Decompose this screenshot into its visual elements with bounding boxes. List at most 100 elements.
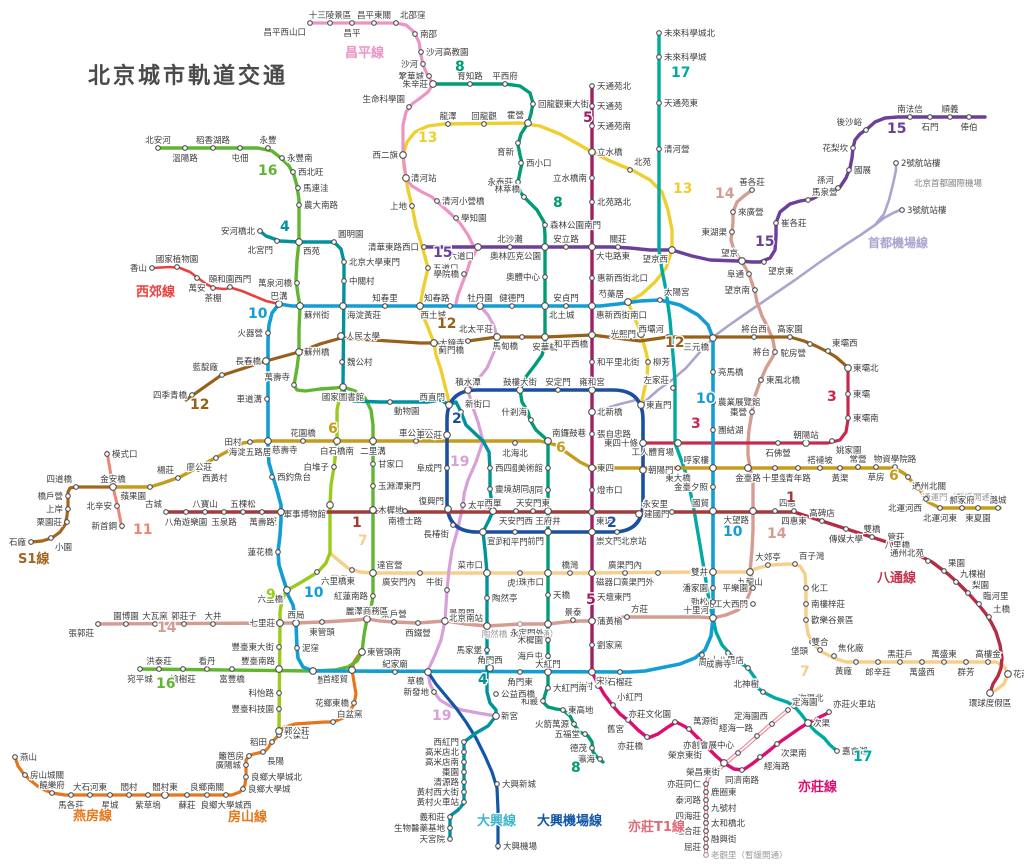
station-dot: [420, 61, 426, 67]
station-dot: [107, 792, 113, 798]
station-dot: [260, 749, 266, 755]
station: 北新橋: [588, 406, 624, 419]
station-label: 瑞合莊: [675, 826, 701, 837]
station-dot: [184, 792, 190, 798]
line-label-line-3: 3: [691, 416, 701, 432]
station: 宛平城: [126, 666, 154, 686]
station-label: 惠新西街南口: [596, 310, 647, 321]
station: 永泰莊: [486, 176, 521, 189]
station: 青年路: [784, 465, 812, 485]
station: 房山城關: [22, 769, 65, 782]
station-label: 萬盛東: [931, 649, 957, 660]
station: 紅蓮南路: [333, 590, 376, 603]
line-line-15: [422, 115, 987, 264]
station: 永安里: [641, 498, 675, 515]
station-dot: [295, 238, 303, 246]
station-dot: [757, 754, 763, 760]
station-label: 九棵樹: [960, 569, 986, 580]
station-dot: [635, 510, 643, 518]
station-dot: [595, 683, 601, 689]
station: 良鄉大學城北: [243, 771, 304, 784]
station-label: 安貞門: [553, 293, 579, 304]
station: 學院橋: [432, 268, 467, 281]
station: 群芳: [956, 659, 976, 679]
station-dot: [710, 585, 716, 591]
station-dot: [710, 399, 716, 405]
station-dot: [589, 487, 595, 493]
annotation-label: 北京首都國際機場: [914, 178, 983, 189]
station-dot: [807, 341, 813, 347]
station-label: 生物醫藥基地: [394, 823, 446, 834]
station: 永定門外: [509, 620, 552, 640]
line-label-line-6: 6: [889, 468, 899, 484]
line-label-line-2: 2: [452, 411, 462, 427]
station: 六里橋東: [314, 569, 357, 588]
station-dot: [589, 275, 595, 281]
station-label: 麗澤商務區: [346, 606, 389, 617]
station-label: 新宮: [501, 711, 518, 722]
station-label: 永定門外: [510, 628, 545, 639]
station: 學知園: [453, 212, 488, 225]
station: 東四十條: [603, 437, 647, 450]
station: 橋灣: [560, 559, 580, 576]
station-dot: [430, 339, 438, 347]
station-dot: [875, 659, 881, 665]
station: 工人體育場: [630, 439, 682, 459]
station: 八寶山: [191, 498, 219, 515]
station: 馬連洼: [295, 182, 330, 195]
station: 安華橋: [531, 333, 559, 354]
station: 西二旗: [371, 149, 407, 162]
station-label: 2號航站樓: [901, 158, 941, 169]
station-dot: [656, 54, 662, 60]
station: 紀家廟: [381, 658, 409, 675]
station-label: 橋戶營: [37, 491, 63, 502]
station-label: 十里河: [683, 605, 709, 616]
station-label: 廣渠門內: [608, 560, 642, 571]
station: 積水潭: [454, 376, 482, 394]
station-label: 宣武門: [487, 536, 513, 547]
station-dot: [276, 706, 282, 712]
station: 昌平西山口: [262, 20, 313, 39]
station-label: 石門: [921, 123, 938, 133]
station-label: 俸伯: [960, 122, 977, 133]
station-dot: [805, 197, 811, 203]
line-label-line-19: 19: [432, 708, 451, 724]
station: 石榴莊: [606, 669, 634, 689]
station: 崔各莊: [773, 217, 808, 230]
station-label: 九龍山: [737, 577, 763, 588]
station: 稻香湖路: [195, 134, 232, 151]
station-dot: [327, 20, 333, 26]
station: 黃村火車站: [415, 796, 467, 809]
station-dot: [370, 461, 376, 467]
station-label: 火器營: [237, 328, 263, 339]
station-dot: [544, 437, 552, 445]
station: 復興門: [417, 495, 452, 513]
station: 俸伯: [959, 114, 979, 134]
station-label: 望京: [721, 248, 738, 259]
station-dot: [750, 585, 756, 591]
station-dot: [614, 529, 620, 535]
line-line-10: [266, 298, 715, 674]
station-label: 經海一路: [719, 723, 754, 734]
station-dot: [845, 391, 851, 397]
station: 達官營: [369, 559, 404, 577]
line-label-line-5: 5: [583, 110, 593, 126]
station: 棗營: [729, 406, 755, 419]
station: 國展: [846, 165, 873, 177]
station-label: 中關村: [349, 276, 375, 287]
station-dot: [243, 762, 249, 768]
station-label: 公益西橋: [501, 689, 536, 700]
station-label: 東風北橋: [766, 375, 801, 386]
station: 潞城: [988, 494, 1008, 511]
station: 五棵松: [229, 498, 257, 515]
station: 育知路: [456, 70, 484, 87]
station: 大瓦窯: [141, 610, 169, 627]
station-dot: [370, 483, 376, 489]
station: 肖村: [575, 680, 601, 693]
station-label: 蘇州橋: [304, 347, 330, 358]
station-label: 天壇東門: [597, 592, 631, 603]
station-label: 蒲黃榆: [597, 616, 623, 627]
station-dot: [337, 332, 345, 340]
station-label: 回龍觀: [471, 111, 497, 122]
station: 融興街: [703, 833, 738, 846]
